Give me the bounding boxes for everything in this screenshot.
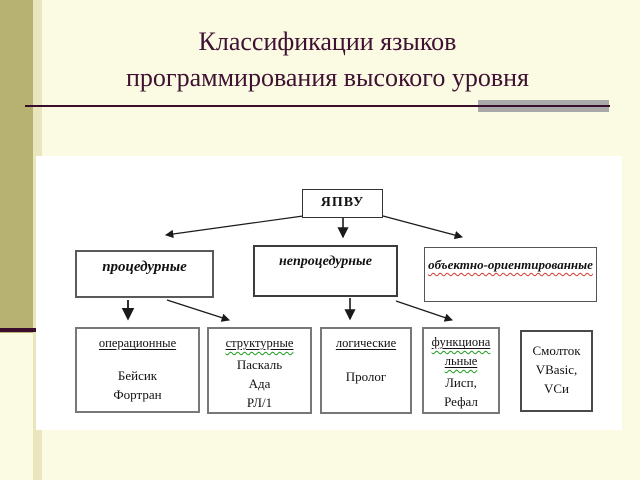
node-structural-title: структурные — [225, 336, 294, 350]
arrow-root-to-procedural — [164, 215, 304, 239]
language-list: Смолток VBasic, VCи — [522, 341, 591, 398]
arrow-root-to-oop — [382, 215, 464, 240]
arrow-procedural-to-structural — [166, 299, 230, 322]
language-list: Лисп, Рефал — [424, 373, 498, 411]
node-oop-languages: Смолток VBasic, VCи — [520, 330, 593, 412]
node-functional-title: функциональные — [431, 335, 491, 368]
node-logical-title: логические — [335, 336, 397, 350]
node-procedural-label: процедурные — [102, 259, 187, 275]
language-item: Паскаль — [236, 357, 283, 372]
node-root: ЯПВУ — [302, 189, 383, 218]
node-operational-title: операционные — [98, 336, 177, 350]
node-object-oriented: объектно-ориентированные — [424, 247, 597, 302]
language-item: VCи — [543, 381, 570, 396]
node-functional: функциональные Лисп, Рефал — [422, 327, 500, 414]
template-accent-rule — [0, 328, 37, 332]
node-nonprocedural-label: непроцедурные — [279, 254, 372, 269]
language-item: Смолток — [532, 343, 581, 358]
arrow-nonprocedural-to-functional — [395, 300, 453, 322]
language-item: Бейсик — [117, 368, 158, 383]
language-list: Пролог — [322, 367, 410, 386]
template-olive-band — [0, 0, 33, 333]
language-item: VBasic, — [535, 362, 578, 377]
node-structural: структурные Паскаль Ада РЛ/1 — [207, 327, 312, 414]
language-item: Пролог — [345, 369, 387, 384]
node-object-oriented-label: объектно-ориентированные — [428, 257, 593, 272]
node-operational: операционные Бейсик Фортран — [75, 327, 200, 413]
node-procedural: процедурные — [75, 250, 214, 298]
language-list: Бейсик Фортран — [77, 366, 198, 404]
title-underline — [25, 105, 610, 107]
node-logical: логические Пролог — [320, 327, 412, 414]
language-item: Лисп, — [445, 375, 477, 390]
language-list: Паскаль Ада РЛ/1 — [209, 355, 310, 412]
slide-title: Классификации языков программирования вы… — [40, 24, 615, 96]
language-item: Рефал — [444, 394, 478, 409]
language-item: РЛ/1 — [246, 395, 273, 410]
language-item: Фортран — [113, 387, 162, 402]
node-nonprocedural: непроцедурные — [253, 245, 398, 297]
language-item: Ада — [248, 376, 271, 391]
node-root-label: ЯПВУ — [320, 195, 365, 210]
slide-title-line1: Классификации языков — [198, 27, 457, 56]
slide-title-line2: программирования высокого уровня — [126, 63, 529, 92]
